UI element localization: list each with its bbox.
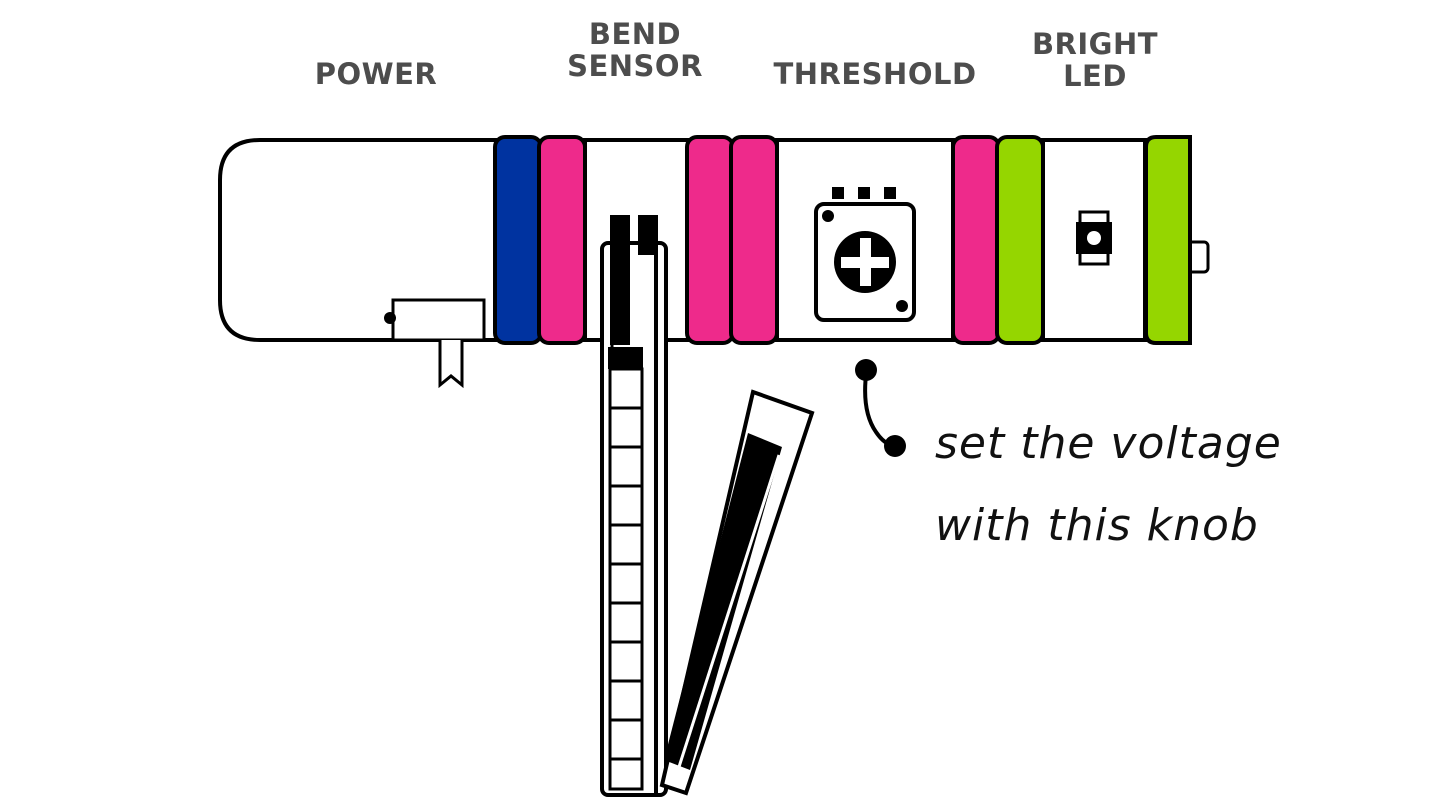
bend-sensor-module [583,138,815,797]
bend-sensor-module-label: BEND SENSOR [567,17,703,83]
power-module-label: POWER [314,57,438,91]
bright-led-module-label: BRIGHT LED [1031,27,1159,93]
threshold-module [775,138,955,342]
bend-sensor-straight-strip [600,215,668,797]
bend-threshold-connector [685,135,779,345]
threshold-knob[interactable] [814,202,916,322]
power-module [218,138,502,389]
threshold-led-connector [951,135,1045,345]
annotation-text-line-2: with this knob [935,500,1259,551]
threshold-module-label: THRESHOLD [773,57,977,91]
annotation-pointer [855,359,906,457]
bend-sensor-bent-strip [659,389,815,796]
annotation-text-line-1: set the voltage [935,418,1282,469]
power-switch[interactable] [384,298,486,389]
led-component [1076,210,1112,266]
power-bend-connector [493,135,587,345]
bright-led-module [1041,138,1147,342]
led-end-connector [1144,135,1210,345]
